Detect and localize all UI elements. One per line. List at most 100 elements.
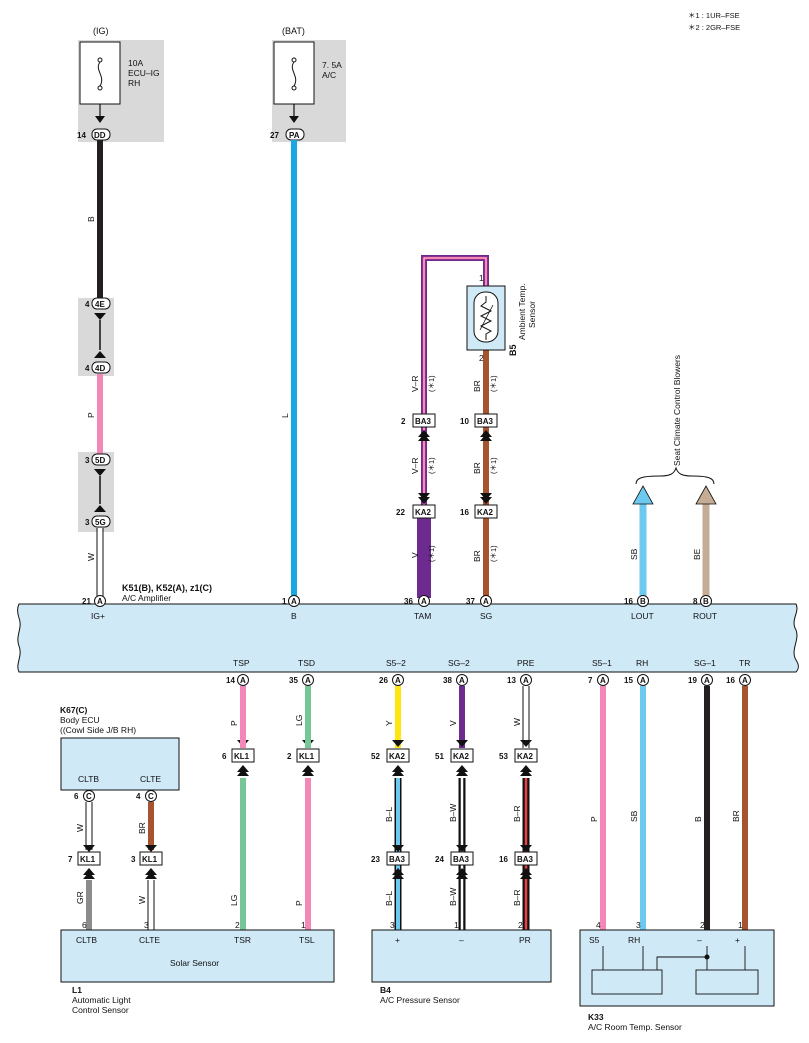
ka2-b-pin: 51 bbox=[435, 752, 444, 761]
solar-name: Solar Sensor bbox=[170, 958, 219, 968]
svg-text:38: 38 bbox=[443, 676, 452, 685]
svg-text:A: A bbox=[291, 597, 297, 606]
svg-text:S5–2: S5–2 bbox=[386, 658, 406, 668]
svg-text:13: 13 bbox=[507, 676, 516, 685]
jc-1-conn: 4E bbox=[95, 300, 105, 309]
svg-text:16: 16 bbox=[624, 597, 633, 606]
svg-text:A: A bbox=[459, 676, 465, 685]
ka2-b-conn: KA2 bbox=[453, 752, 470, 761]
svg-text:SG: SG bbox=[480, 611, 492, 621]
wl-pre-mid: B–R bbox=[512, 805, 522, 822]
wl-rh: SB bbox=[629, 810, 639, 822]
tam-w1: V–R bbox=[410, 375, 420, 392]
jc-3-conn: 5D bbox=[95, 456, 105, 465]
svg-text:S5–1: S5–1 bbox=[592, 658, 612, 668]
wl-cltb-low: GR bbox=[75, 891, 85, 904]
jc-1-pin: 4 bbox=[85, 300, 90, 309]
solar-pin-1: 6 bbox=[82, 920, 87, 930]
svg-text:IG+: IG+ bbox=[91, 611, 105, 621]
fuse-bat-rating: 7. 5A bbox=[322, 60, 342, 70]
svg-text:TAM: TAM bbox=[414, 611, 431, 621]
svg-text:A: A bbox=[742, 676, 748, 685]
body-ecu-code: K67(C) bbox=[60, 705, 88, 715]
ambient-temp-sensor bbox=[466, 285, 506, 351]
jc-4-conn: 5G bbox=[95, 518, 106, 527]
ka2-ba3-connectors bbox=[386, 740, 538, 879]
ambient-pin-top: 1 bbox=[479, 273, 484, 283]
wl-sg2-mid: B–W bbox=[448, 804, 458, 822]
amp-title: K51(B), K52(A), z1(C) bbox=[122, 583, 212, 593]
wl-s51: P bbox=[589, 816, 599, 822]
body-ecu-pin-2 bbox=[145, 790, 157, 802]
svg-text:A: A bbox=[305, 676, 311, 685]
sg-c1-pin: 10 bbox=[460, 417, 469, 426]
ba3-a-pin: 23 bbox=[371, 855, 380, 864]
wl-sg2-low: B–W bbox=[448, 888, 458, 906]
room-pin-3: 2 bbox=[700, 920, 705, 930]
svg-text:SG–2: SG–2 bbox=[448, 658, 470, 668]
fuse-bat-source: (BAT) bbox=[282, 26, 305, 36]
solar-pin-4: 1 bbox=[301, 920, 306, 930]
body-ecu-p1-conn: C bbox=[86, 792, 92, 801]
note-1: ＊1 : 1UR–FSE bbox=[688, 11, 740, 20]
pressure-code: B4 bbox=[380, 985, 391, 995]
ba3-b-conn: BA3 bbox=[453, 855, 470, 864]
wl-pre-up: W bbox=[512, 718, 522, 726]
svg-text:A: A bbox=[97, 597, 103, 606]
svg-text:B: B bbox=[703, 597, 709, 606]
svg-text:LOUT: LOUT bbox=[631, 611, 654, 621]
svg-text:A: A bbox=[640, 676, 646, 685]
fuse-bat-pin: 27 bbox=[270, 131, 279, 140]
svg-text:A: A bbox=[704, 676, 710, 685]
ka2-a-conn: KA2 bbox=[389, 752, 406, 761]
amp-bottom-pin-sg2: SG–2A 38 bbox=[443, 658, 470, 686]
pressure-term-1: + bbox=[395, 935, 400, 945]
sg-note3: (＊1) bbox=[489, 545, 498, 562]
solar-code: L1 bbox=[72, 985, 82, 995]
tam-w3: V bbox=[410, 552, 420, 558]
sg-c2-pin: 16 bbox=[460, 508, 469, 517]
svg-text:B: B bbox=[291, 611, 297, 621]
ka2-c-conn: KA2 bbox=[517, 752, 534, 761]
body-ecu-pin-1 bbox=[83, 790, 95, 802]
kl1-a-pin: 7 bbox=[68, 855, 73, 864]
sg-c2-conn: KA2 bbox=[477, 508, 494, 517]
kl1-c-pin: 6 bbox=[222, 752, 227, 761]
room-temp-sensor-box bbox=[579, 929, 775, 1007]
sg-w3: BR bbox=[472, 550, 482, 562]
wl-tsl: P bbox=[294, 900, 304, 906]
ambient-code: B5 bbox=[508, 344, 518, 356]
fuse-ac bbox=[272, 40, 346, 142]
svg-text:A: A bbox=[523, 676, 529, 685]
tam-note2: (＊1) bbox=[427, 457, 436, 474]
wl-tsr: LG bbox=[229, 895, 239, 906]
wire-label-ig-b: B bbox=[86, 216, 96, 222]
svg-text:14: 14 bbox=[226, 676, 235, 685]
fuse-ig-pin: 14 bbox=[77, 131, 86, 140]
room-pin-2: 3 bbox=[636, 920, 641, 930]
ba3-b-pin: 24 bbox=[435, 855, 444, 864]
tam-w2: V–R bbox=[410, 457, 420, 474]
tam-note3: (＊1) bbox=[427, 545, 436, 562]
svg-text:8: 8 bbox=[693, 597, 698, 606]
ba3-c-pin: 16 bbox=[499, 855, 508, 864]
wl-tsp: P bbox=[229, 720, 239, 726]
wire-label-ig-p: P bbox=[86, 412, 96, 418]
sg-w2: BR bbox=[472, 462, 482, 474]
wl-clte-low: W bbox=[137, 896, 147, 904]
svg-text:A: A bbox=[395, 676, 401, 685]
amp-subtitle: A/C Amplifier bbox=[122, 593, 171, 603]
kl1-a-conn: KL1 bbox=[80, 855, 96, 864]
wl-pre-low: B–R bbox=[512, 889, 522, 906]
fuse-ig-name2: RH bbox=[128, 78, 140, 88]
kl1-b-conn: KL1 bbox=[142, 855, 158, 864]
